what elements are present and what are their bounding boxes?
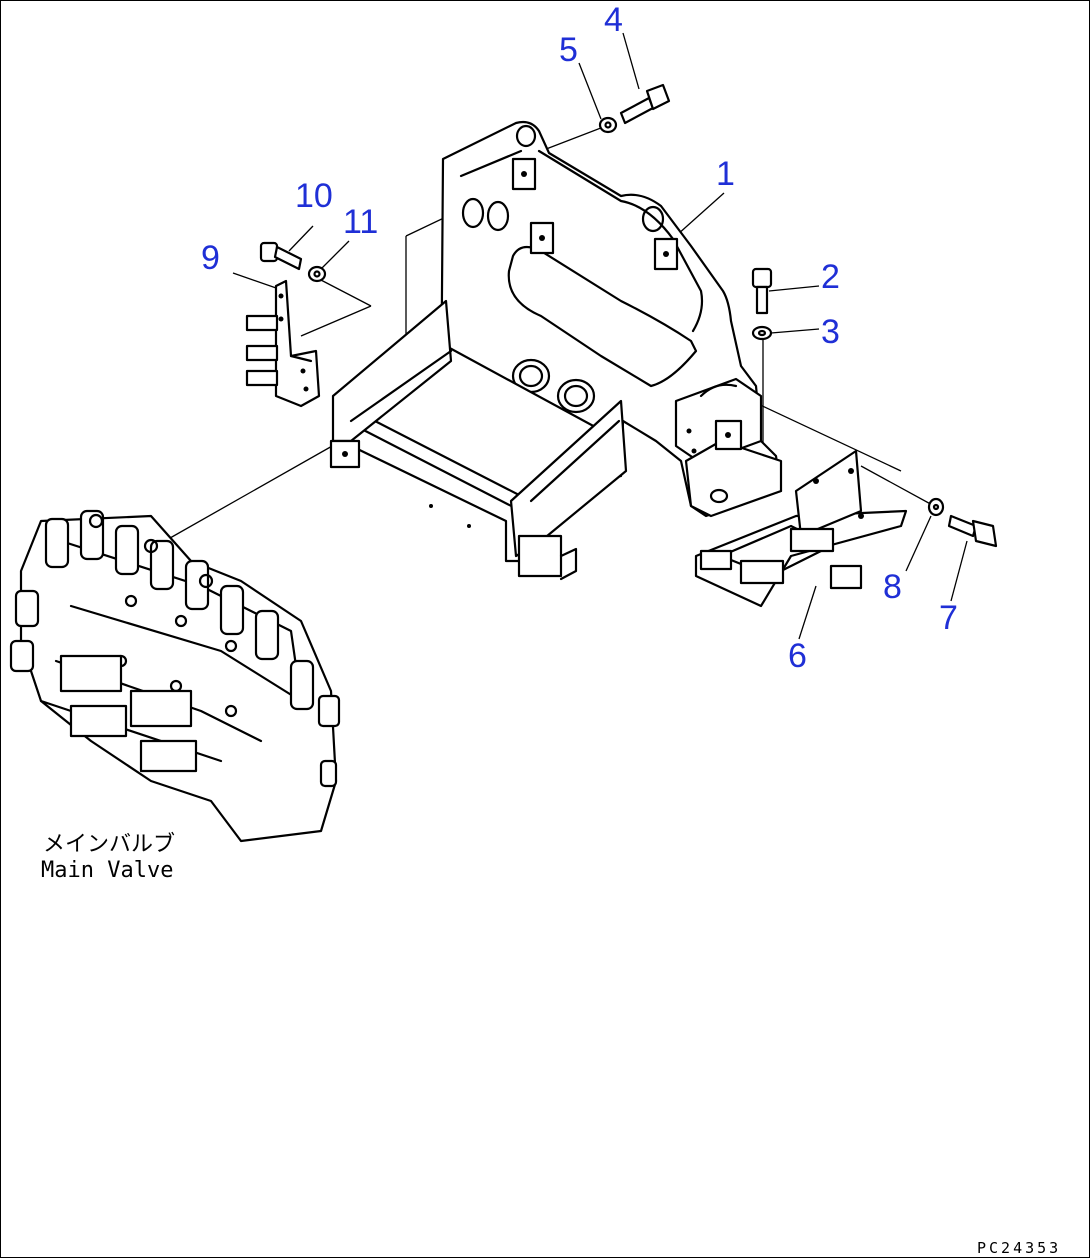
washer-part-11 [307,265,327,283]
callout-3: 3 [821,313,840,351]
main-valve-drawing [9,509,341,843]
callout-2: 2 [821,258,840,296]
main-valve-label-jp: メインバルブ [43,832,175,857]
callout-6: 6 [788,637,807,675]
frame-bracket-part-1 [329,120,783,581]
callout-10: 10 [295,177,333,215]
washer-part-5 [598,116,618,134]
callout-7: 7 [939,599,958,637]
callout-8: 8 [883,568,902,606]
valve-spools [44,509,315,711]
callout-4: 4 [604,1,623,39]
callout-9: 9 [201,239,220,277]
valve-lower-blocks [9,589,341,788]
callout-1: 1 [716,155,735,193]
washer-part-3 [751,325,773,341]
document-number: PC24353 [977,1239,1061,1257]
main-valve-label-en: Main Valve [41,858,173,883]
lower-bracket-part-6 [694,449,908,608]
callout-5: 5 [559,31,578,69]
bolt-part-4 [619,83,671,125]
callout-labels: 1 2 3 4 5 6 7 8 9 10 11 [201,1,958,675]
callout-11: 11 [343,203,378,241]
leader-lines [155,32,968,640]
bolt-part-10 [259,241,303,271]
bolt-part-2 [751,267,773,315]
small-bracket-part-9 [245,279,321,408]
bolt-part-7 [947,514,998,548]
washer-part-8 [927,497,945,517]
